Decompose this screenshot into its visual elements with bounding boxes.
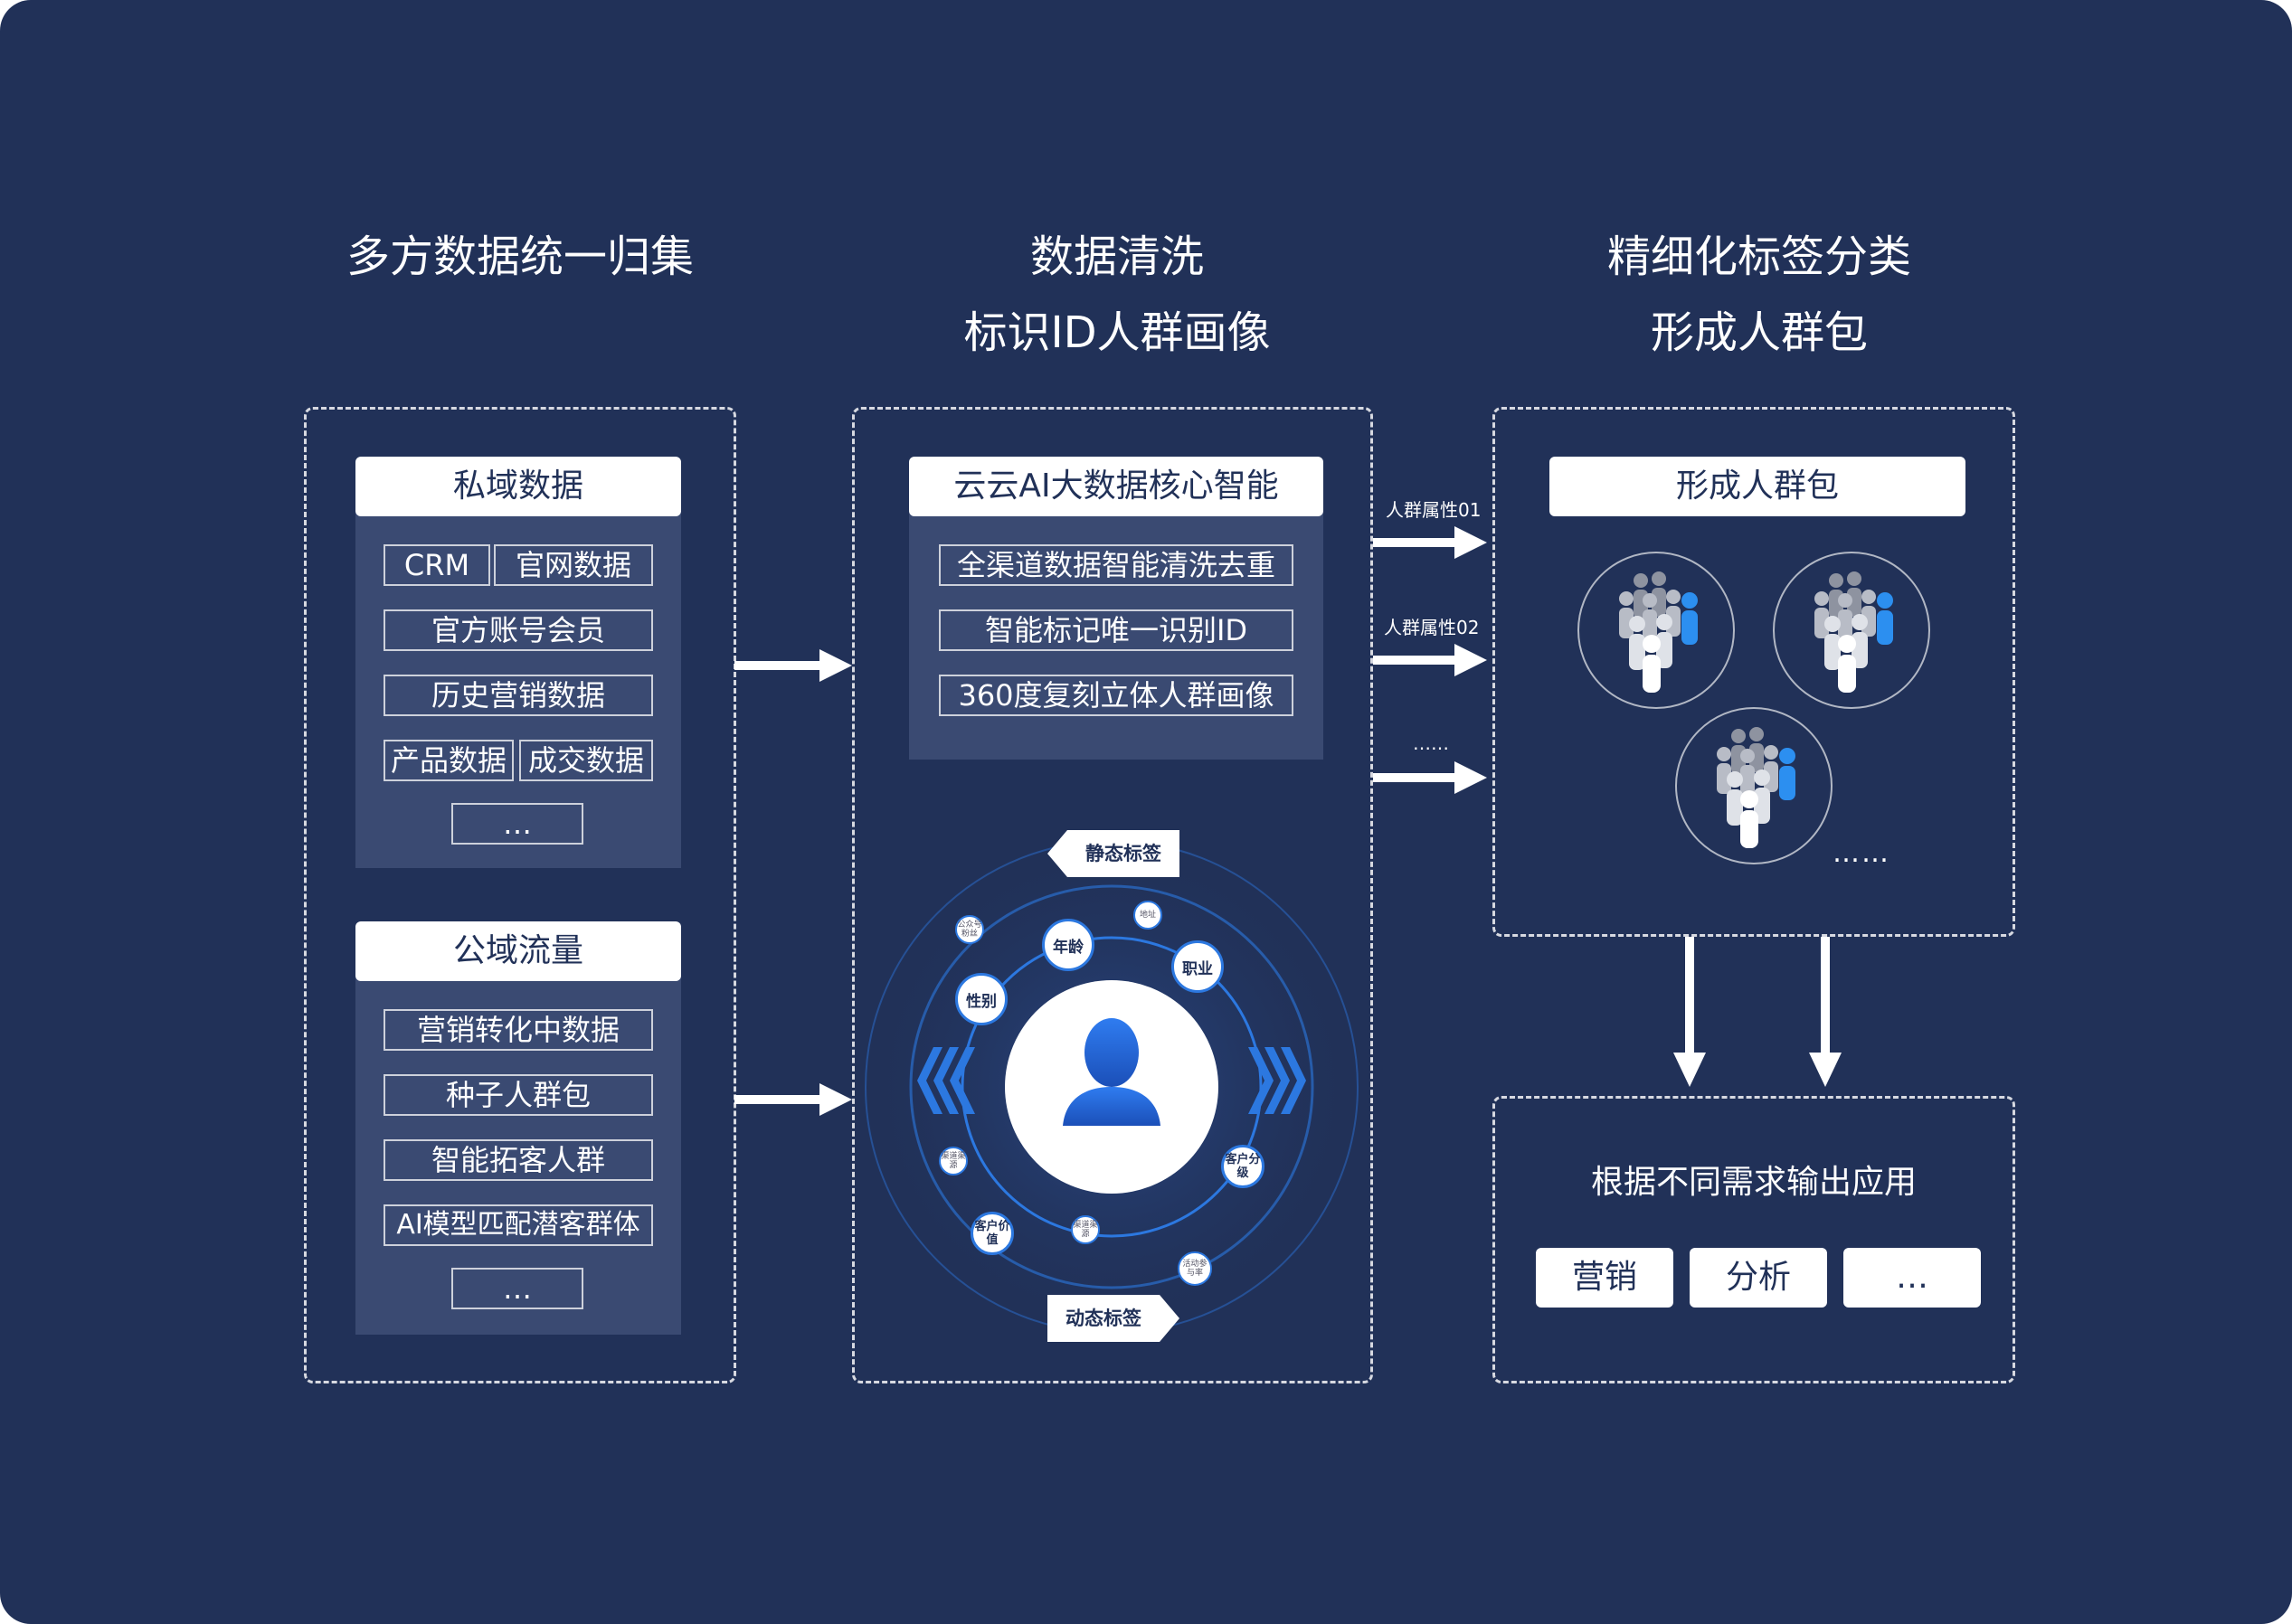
tag-job: 职业 <box>1171 940 1224 993</box>
tag-customer-tier: 客户分级 <box>1221 1145 1264 1188</box>
arrow-down-left <box>1673 937 1706 1087</box>
chip-private-more: … <box>451 803 583 845</box>
tag-activity-rate: 活动参与率 <box>1178 1251 1212 1286</box>
people-group-icon <box>1814 571 1893 693</box>
crowd-group-3 <box>1675 707 1833 864</box>
profile-person-icon <box>1063 1018 1160 1126</box>
panel-data-cleaning <box>852 407 1373 1383</box>
attr-label-more: …… <box>1413 732 1449 754</box>
chip-core-id: 智能标记唯一识别ID <box>939 609 1293 651</box>
output-more: … <box>1843 1248 1981 1308</box>
arrow-attr-more <box>1373 761 1487 794</box>
chip-history: 历史营销数据 <box>384 675 653 716</box>
chip-seed: 种子人群包 <box>384 1074 653 1116</box>
arrow-down-right <box>1809 937 1842 1087</box>
chip-member: 官方账号会员 <box>384 609 653 651</box>
panel-crowd-packs <box>1492 407 2015 937</box>
arrow-attr-2 <box>1373 644 1487 676</box>
private-data-title: 私域数据 <box>355 457 681 516</box>
panel-output <box>1492 1096 2015 1383</box>
crowd-pack-title: 形成人群包 <box>1549 457 1965 516</box>
tag-address: 地址 <box>1133 901 1162 930</box>
people-group-icon <box>1619 571 1698 693</box>
heading-col3-line1: 精细化标签分类 <box>1606 231 1911 282</box>
chip-core-clean: 全渠道数据智能清洗去重 <box>939 544 1293 586</box>
people-group-icon <box>1717 727 1795 848</box>
tag-gender: 性别 <box>955 973 1008 1025</box>
arrow-public-to-core <box>734 1083 852 1116</box>
public-traffic-title: 公域流量 <box>355 921 681 981</box>
arrow-private-to-core <box>734 649 852 682</box>
tag-official-fans: 公众号粉丝 <box>955 915 984 944</box>
chip-public-more: … <box>451 1268 583 1309</box>
chip-product: 产品数据 <box>384 740 514 781</box>
chip-ai-match: AI模型匹配潜客群体 <box>384 1204 653 1246</box>
chevrons-left-icon <box>917 1047 975 1114</box>
private-data-block <box>355 488 681 868</box>
tag-channel-source-2: 渠道渠源 <box>1071 1215 1100 1244</box>
crowd-pack-more: …… <box>1833 837 1890 869</box>
profile-ring-graphic <box>863 841 1360 1336</box>
public-traffic-block <box>355 953 681 1335</box>
heading-col2-line2: 标识ID人群画像 <box>963 307 1271 358</box>
heading-col1: 多方数据统一归集 <box>346 231 694 282</box>
chip-prospect: 智能拓客人群 <box>384 1139 653 1181</box>
arrow-attr-1 <box>1373 526 1487 559</box>
output-marketing: 营销 <box>1536 1248 1673 1308</box>
chip-crm: CRM <box>384 544 490 586</box>
tag-customer-value: 客户价值 <box>971 1212 1014 1255</box>
crowd-group-2 <box>1773 552 1930 709</box>
attr-label-1: 人群属性01 <box>1386 499 1482 521</box>
chip-core-360: 360度复刻立体人群画像 <box>939 675 1293 716</box>
chip-deal: 成交数据 <box>519 740 653 781</box>
dynamic-tag-ribbon-shape <box>1047 1295 1179 1342</box>
heading-col3-line2: 形成人群包 <box>1650 307 1868 358</box>
chevrons-right-icon <box>1248 1047 1306 1114</box>
chip-website-data: 官网数据 <box>494 544 653 586</box>
heading-col2-line1: 数据清洗 <box>1029 231 1204 282</box>
core-title: 云云AI大数据核心智能 <box>909 457 1323 516</box>
static-tag-ribbon-shape <box>1047 830 1179 877</box>
tag-age: 年龄 <box>1042 919 1094 971</box>
static-tag-label: 静态标签 <box>1085 843 1161 864</box>
output-description: 根据不同需求输出应用 <box>1590 1164 1917 1201</box>
dynamic-tag-label: 动态标签 <box>1065 1308 1141 1329</box>
tag-channel-source-1: 渠道渠源 <box>939 1147 968 1176</box>
crowd-group-1 <box>1577 552 1735 709</box>
panel-data-sources <box>304 407 736 1383</box>
output-analysis: 分析 <box>1690 1248 1827 1308</box>
attr-label-2: 人群属性02 <box>1384 617 1480 638</box>
chip-conversion: 营销转化中数据 <box>384 1009 653 1051</box>
